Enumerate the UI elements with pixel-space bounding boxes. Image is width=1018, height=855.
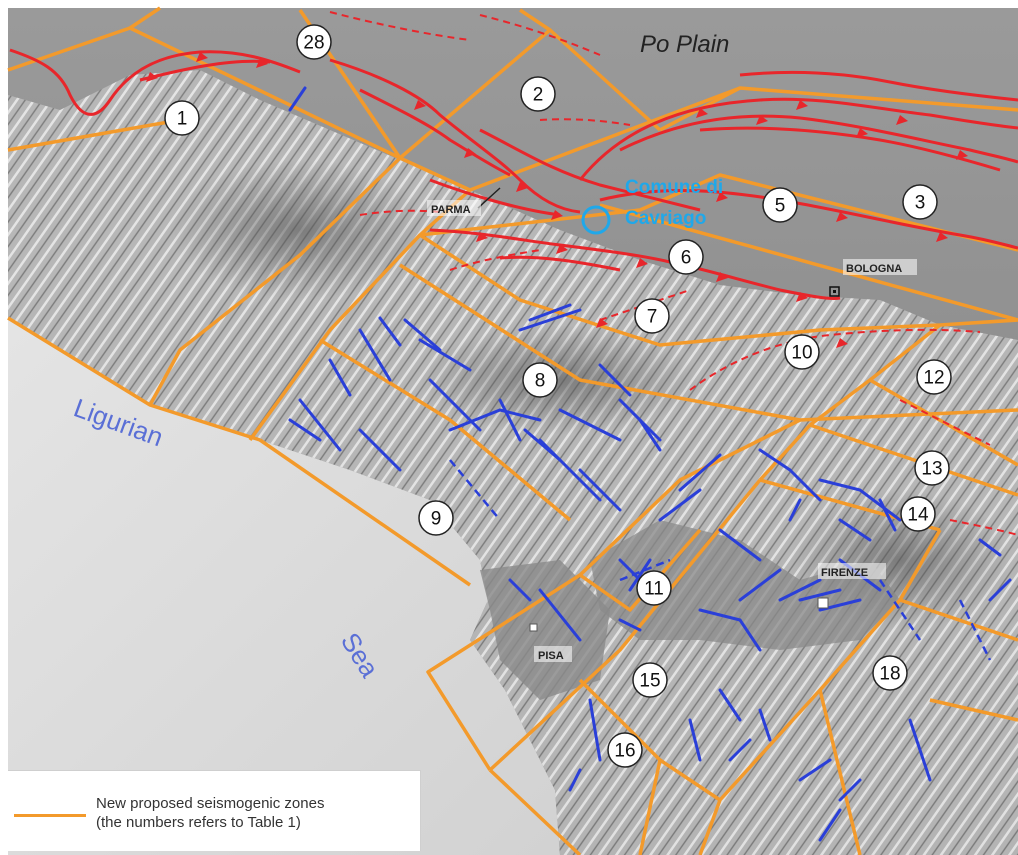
zone-marker-18: 18 bbox=[872, 655, 908, 691]
zone-circle bbox=[636, 570, 672, 606]
zone-number: 16 bbox=[614, 741, 635, 762]
parma-label: PARMA bbox=[431, 204, 471, 216]
zone-marker-8: 8 bbox=[522, 362, 558, 398]
zone-circle bbox=[632, 662, 668, 698]
zone-marker-6: 6 bbox=[668, 239, 704, 275]
legend-zone-swatch bbox=[14, 814, 86, 817]
zone-circle bbox=[900, 496, 936, 532]
firenze-label: FIRENZE bbox=[821, 567, 868, 579]
zone-circle bbox=[902, 184, 938, 220]
zone-marker-9: 9 bbox=[418, 500, 454, 536]
zone-circle bbox=[872, 655, 908, 691]
zone-marker-2: 2 bbox=[520, 76, 556, 112]
zone-marker-15: 15 bbox=[632, 662, 668, 698]
firenze-marker: FIRENZE bbox=[817, 563, 886, 609]
parma-marker: PARMA bbox=[427, 187, 501, 216]
zone-number: 6 bbox=[681, 248, 692, 269]
zone-number: 8 bbox=[535, 371, 546, 392]
zone-circle bbox=[762, 187, 798, 223]
zone-circle bbox=[607, 732, 643, 768]
legend: New proposed seismogenic zones (the numb… bbox=[8, 770, 421, 851]
thrust-faults bbox=[9, 48, 1018, 300]
legend-line-2: (the numbers refers to Table 1) bbox=[96, 814, 301, 831]
zone-number: 12 bbox=[923, 368, 944, 389]
zone-circle bbox=[914, 450, 950, 486]
arno-basin bbox=[590, 520, 900, 650]
zone-marker-16: 16 bbox=[607, 732, 643, 768]
zone-circle bbox=[164, 100, 200, 136]
zone-number: 7 bbox=[647, 307, 658, 328]
pisa-label: PISA bbox=[538, 650, 564, 662]
zone-number: 14 bbox=[907, 505, 929, 526]
seismogenic-zone-boundaries bbox=[7, 6, 1018, 855]
zone-marker-5: 5 bbox=[762, 187, 798, 223]
legend-text: New proposed seismogenic zones (the numb… bbox=[96, 794, 324, 832]
zone-circle bbox=[522, 362, 558, 398]
zone-marker-28: 28 bbox=[296, 24, 332, 60]
zone-number: 15 bbox=[639, 671, 660, 692]
zone-number: 2 bbox=[533, 85, 544, 106]
zone-number: 18 bbox=[879, 664, 900, 685]
zone-number: 3 bbox=[915, 193, 926, 214]
cavriago-circle bbox=[581, 205, 611, 235]
legend-line-1: New proposed seismogenic zones bbox=[96, 795, 325, 812]
zone-circle bbox=[418, 500, 454, 536]
zone-circle bbox=[784, 334, 820, 370]
comune-label-line1: Comune di bbox=[625, 177, 723, 198]
zone-number: 5 bbox=[775, 196, 786, 217]
zone-number: 28 bbox=[303, 33, 324, 54]
bologna-marker: BOLOGNA bbox=[829, 259, 917, 297]
normal-faults-inferred bbox=[449, 459, 992, 661]
normal-faults bbox=[288, 86, 1012, 842]
zone-number: 10 bbox=[791, 343, 812, 364]
zone-number: 11 bbox=[644, 579, 664, 600]
zone-marker-7: 7 bbox=[634, 298, 670, 334]
zone-marker-10: 10 bbox=[784, 334, 820, 370]
zone-marker-11: 11 bbox=[636, 570, 672, 606]
sea-area bbox=[8, 318, 560, 855]
zone-number: 9 bbox=[431, 509, 442, 530]
bologna-label: BOLOGNA bbox=[846, 263, 902, 275]
zone-number: 13 bbox=[921, 459, 942, 480]
comune-label-line2: Cavriago bbox=[625, 208, 706, 229]
zone-circle bbox=[668, 239, 704, 275]
zone-marker-1: 1 bbox=[164, 100, 200, 136]
pisa-plain bbox=[480, 560, 610, 700]
zone-circle bbox=[520, 76, 556, 112]
pisa-marker: PISA bbox=[529, 623, 572, 662]
zone-circle bbox=[916, 359, 952, 395]
zone-marker-13: 13 bbox=[914, 450, 950, 486]
zone-marker-14: 14 bbox=[900, 496, 936, 532]
zone-number: 1 bbox=[177, 109, 188, 130]
thrust-teeth bbox=[146, 52, 968, 348]
zone-circle bbox=[634, 298, 670, 334]
zone-marker-12: 12 bbox=[916, 359, 952, 395]
zone-circle bbox=[296, 24, 332, 60]
comune-di-cavriago-marker: Comune di Cavriago bbox=[581, 177, 723, 235]
po-plain-label: Po Plain bbox=[640, 31, 729, 58]
zone-marker-3: 3 bbox=[902, 184, 938, 220]
